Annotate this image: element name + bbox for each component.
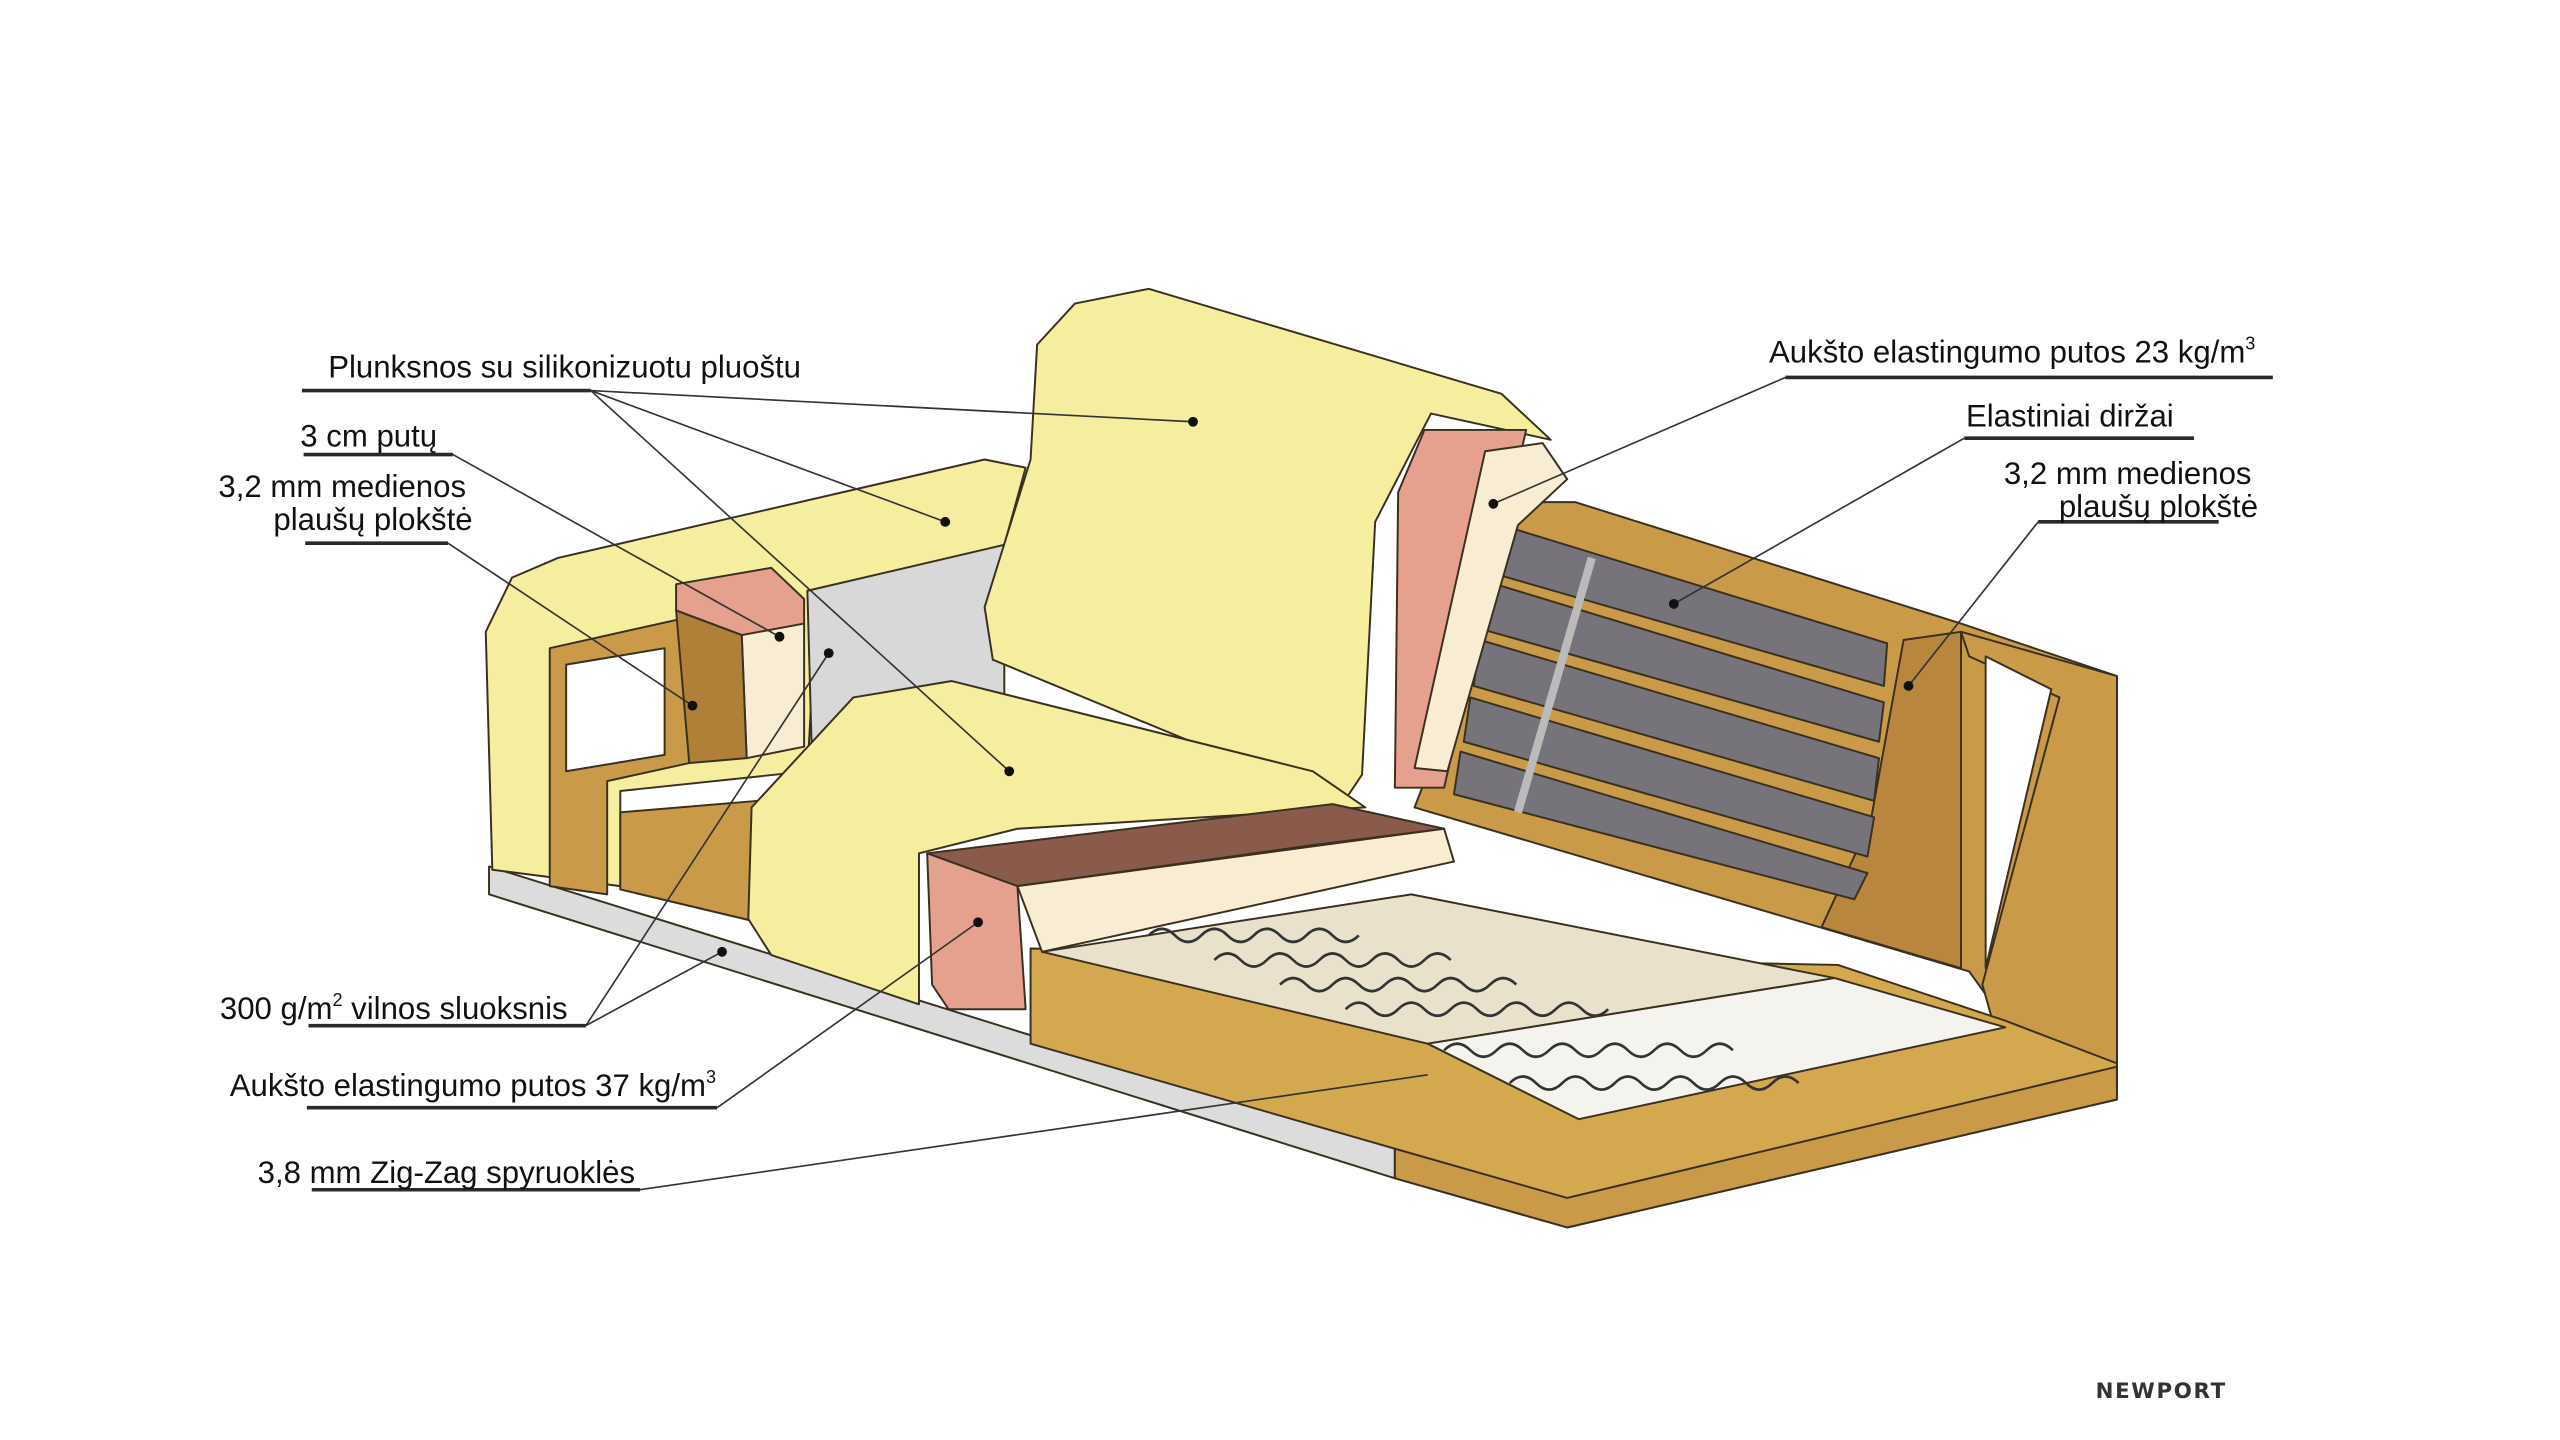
label-fiberboard-right-1: 3,2 mm medienos (2004, 456, 2252, 491)
label-feathers: Plunksnos su silikonizuotu pluoštu (328, 349, 801, 384)
brand-logo: NEWPORT (2096, 1379, 2227, 1404)
label-fiberboard-left-2: plaušų plokštė (273, 502, 472, 537)
seat-cushion (747, 680, 1367, 1006)
label-wool-layer: 300 g/m2 vilnos sluoksnis (220, 990, 568, 1026)
elastic-belt-strap (1514, 556, 1596, 814)
backrest-slats (1452, 524, 1889, 901)
spring-deck-lower (1426, 977, 2007, 1121)
label-elastic-belts: Elastiniai diržai (1966, 399, 2174, 434)
leader-lines (301, 375, 2273, 1192)
seat-foam-cream (1016, 827, 1455, 953)
armrest-opening (565, 647, 666, 773)
label-springs: 3,8 mm Zig-Zag spyruoklės (258, 1155, 635, 1190)
armrest-wood-side (675, 609, 748, 765)
label-foam-37: Aukšto elastingumo putos 37 kg/m3 (230, 1067, 716, 1103)
sofa-illustration (484, 287, 2118, 1229)
seat-foam-37 (926, 852, 1027, 1011)
seat-front-edge (1393, 1065, 2118, 1229)
label-foam-23: Aukšto elastingumo putos 23 kg/m3 (1769, 334, 2255, 370)
label-fiberboard-right-2: plaušų plokštė (2059, 489, 2258, 524)
label-fiberboard-left-1: 3,2 mm medienos (218, 469, 466, 504)
side-panel-opening (1984, 655, 2053, 970)
label-foam-3cm: 3 cm putų (300, 418, 437, 453)
zig-zag-springs (1147, 927, 1800, 1091)
seat-side-frame (619, 799, 760, 924)
back-foam-cream (1413, 442, 1569, 773)
